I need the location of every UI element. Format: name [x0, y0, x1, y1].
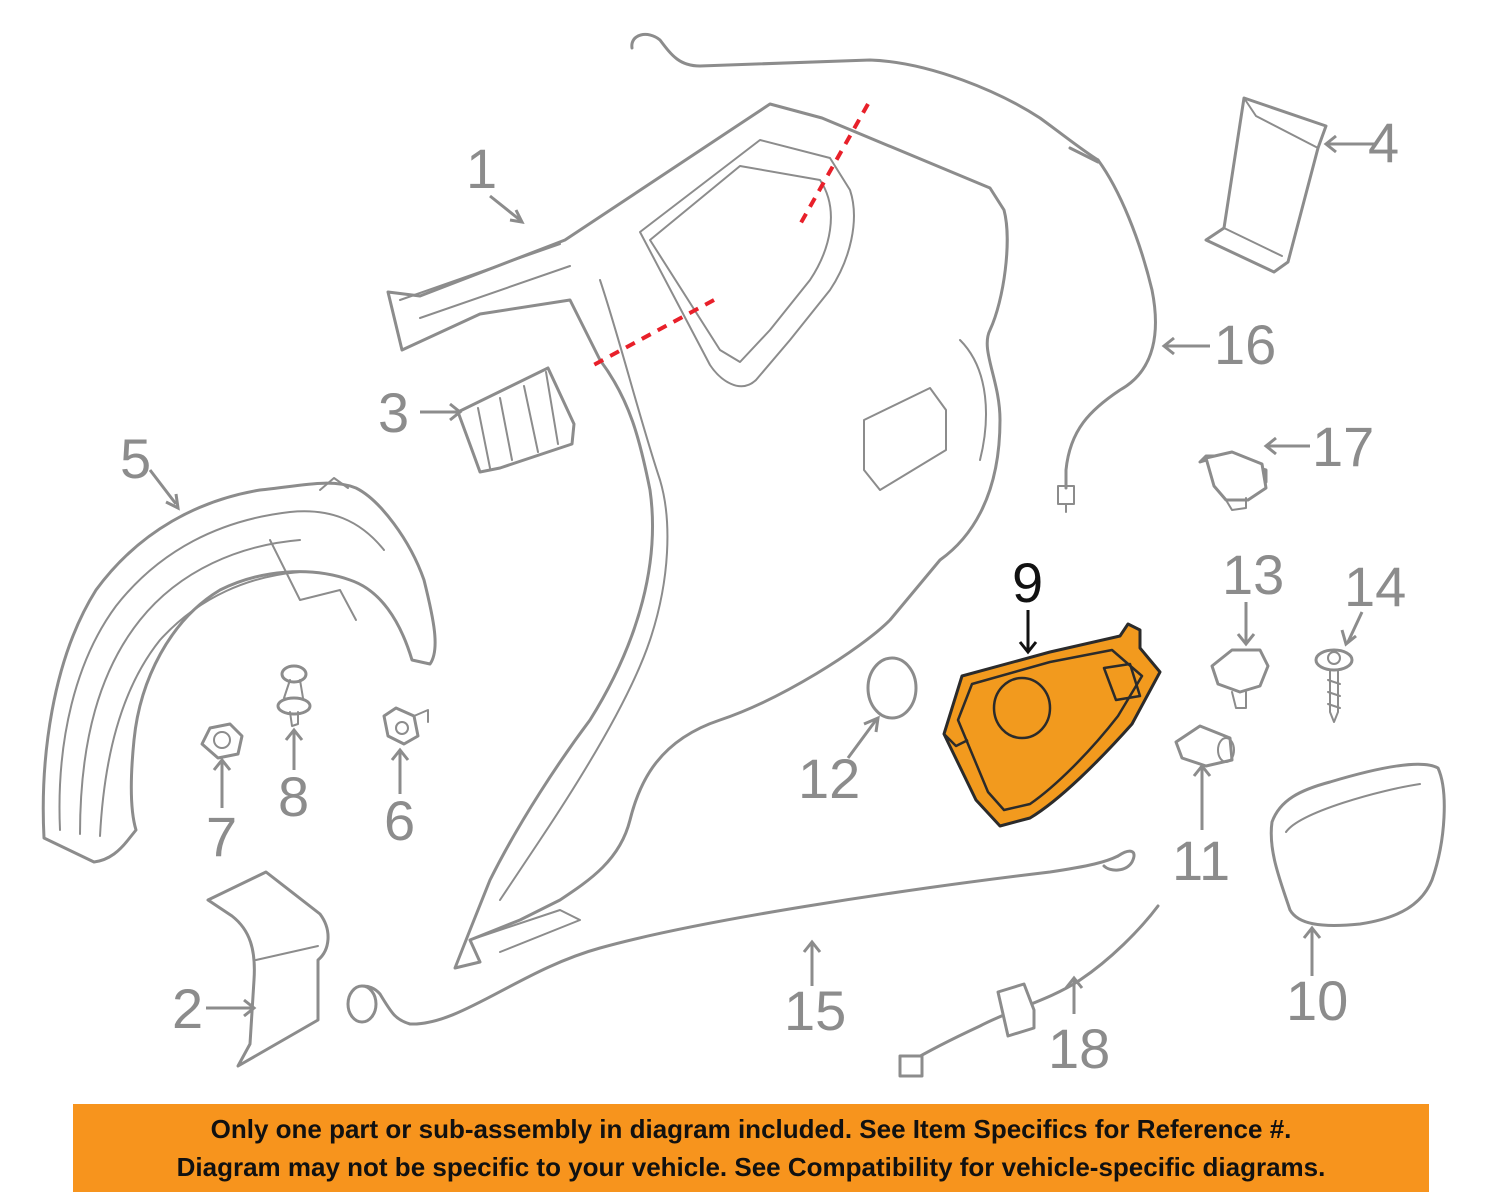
part-8-push-pin: [276, 664, 312, 727]
callout-2: 2: [172, 977, 203, 1040]
callout-6: 6: [384, 789, 415, 852]
part-16-cable: [630, 32, 1157, 513]
callout-18: 18: [1048, 1017, 1110, 1080]
callout-3: 3: [378, 381, 409, 444]
callout-1: 1: [466, 137, 497, 200]
part-11-sensor: [1174, 724, 1235, 768]
callout-7: 7: [206, 805, 237, 868]
part-5-wheelhouse-liner: [41, 477, 437, 864]
callout-13: 13: [1222, 543, 1284, 606]
callout-12: 12: [798, 747, 860, 810]
part-9-fuel-door-housing: [942, 622, 1162, 828]
parts-diagram: 1 4 16 3 17 5 9 13 14 12 8 6 7 11 10 2 1…: [41, 32, 1446, 1080]
callout-9: 9: [1012, 551, 1043, 614]
part-10-fuel-door: [1269, 762, 1446, 927]
part-15-cable: [346, 849, 1136, 1026]
callout-14: 14: [1344, 555, 1406, 618]
callout-16: 16: [1214, 313, 1276, 376]
part-18-harness: [898, 904, 1160, 1078]
part-2-bracket: [206, 870, 330, 1068]
part-1-quarter-panel: [386, 102, 1009, 970]
cut-line-lower: [587, 298, 715, 370]
callout-11: 11: [1172, 829, 1230, 892]
callout-8: 8: [278, 765, 309, 828]
callout-10: 10: [1286, 969, 1348, 1032]
leader-lines: [148, 134, 1376, 1018]
callout-4: 4: [1368, 111, 1399, 174]
part-12-grommet: [866, 656, 918, 720]
disclaimer-line-1: Only one part or sub-assembly in diagram…: [210, 1114, 1292, 1144]
part-14-screw: [1314, 648, 1354, 723]
part-3-bracket: [456, 366, 576, 474]
callout-17: 17: [1312, 415, 1374, 478]
part-13-actuator: [1210, 648, 1270, 709]
cut-line-upper: [796, 103, 870, 229]
part-4-trim-panel: [1204, 96, 1328, 274]
part-7-nut: [200, 722, 244, 760]
callout-15: 15: [784, 979, 846, 1042]
disclaimer-line-2: Diagram may not be specific to your vehi…: [176, 1152, 1326, 1182]
callout-5: 5: [120, 427, 151, 490]
part-6-stud: [382, 706, 429, 746]
disclaimer-banner: Only one part or sub-assembly in diagram…: [73, 1104, 1429, 1192]
part-17-clip: [1198, 450, 1268, 511]
